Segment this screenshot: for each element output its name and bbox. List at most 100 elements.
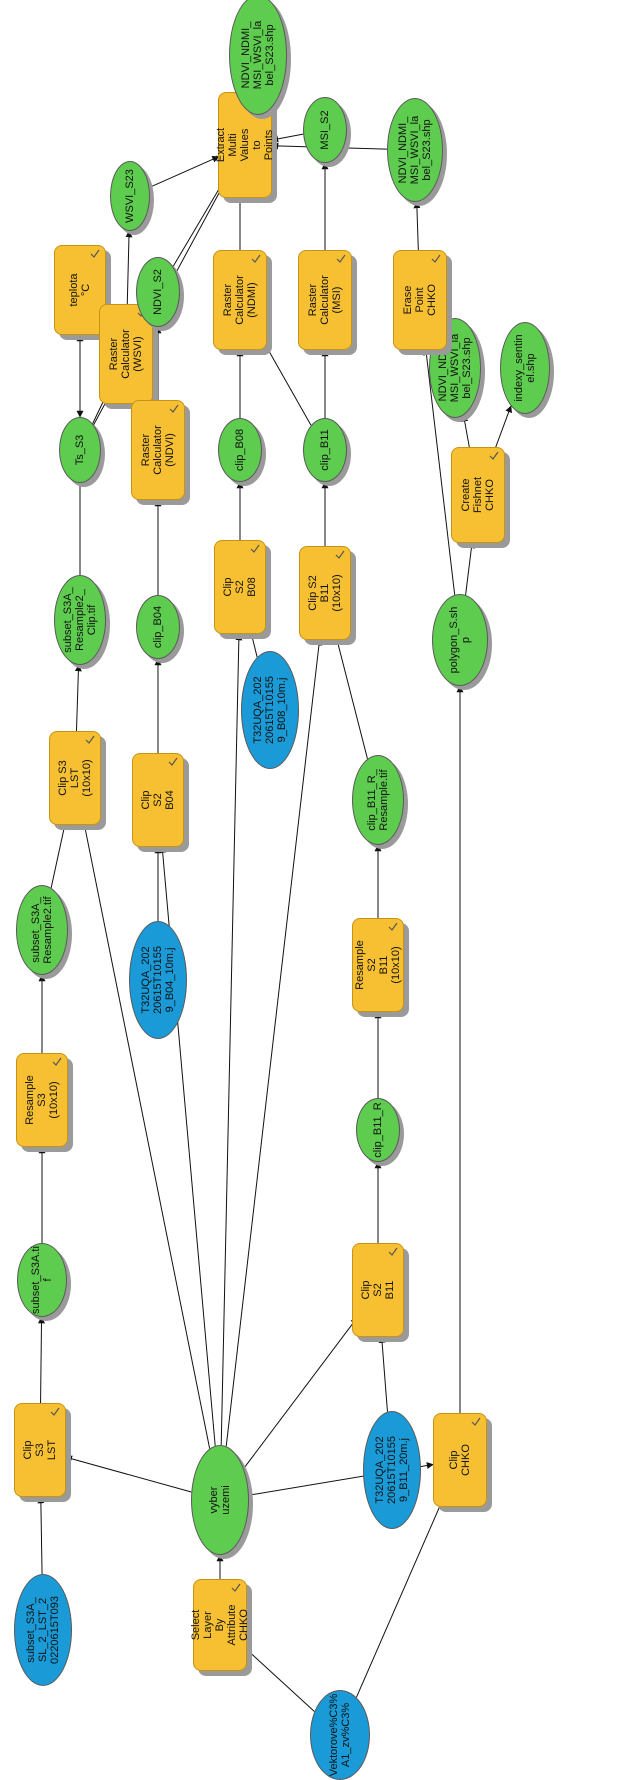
tool-check-icon	[90, 249, 100, 258]
output-data-node-indexy[interactable]: indexy_sentin el.shp	[500, 322, 550, 414]
connector-wsvi_s23-to-extract	[149, 156, 220, 188]
connector-rc_wsvi-to-wsvi_s23	[125, 230, 133, 305]
tool-node-resample_s2[interactable]: Resample S2 B11 (10x10)	[352, 918, 404, 1012]
tool-check-icon	[50, 1407, 60, 1416]
input-data-node-subset_lst[interactable]: subset_S3A_ SL_2_LST_2 0220615T093	[14, 1574, 72, 1686]
tool-node-clip_s2b11[interactable]: Clip S2 B11	[352, 1243, 404, 1337]
output-data-node-subset_res2clip[interactable]: subset_S3A_ Resample2_ Clip.tif	[54, 575, 106, 665]
tool-check-icon	[251, 254, 261, 263]
tool-check-icon	[471, 1417, 481, 1426]
output-data-node-final[interactable]: NDVI_NDMI_ MSI_WSVI_la bel_S23.shp	[229, 0, 287, 115]
node-label: NDVI_S2	[152, 269, 164, 315]
node-label: T32UQA_202 20615T10155 9_B08_10m.j	[252, 676, 288, 744]
connector-subset_res2-to-clip_s3lst10	[50, 821, 68, 888]
node-label: WSVI_S23	[124, 169, 136, 223]
node-label: Raster Calculator (MSI)	[307, 275, 343, 325]
tool-check-icon	[168, 757, 178, 766]
node-label: Raster Calculator (NDVI)	[140, 425, 176, 475]
tool-node-clip_s2b11_10[interactable]: Clip S2 B11 (10x10)	[299, 546, 351, 640]
node-label: Vektorove%C3% A1_zv%C3%	[328, 1693, 352, 1777]
node-label: clip_B11	[319, 429, 331, 471]
node-label: indexy_sentin el.shp	[513, 334, 537, 402]
node-label: NDVI_NDMI_ MSI_WSVI_la bel_S23.shp	[397, 115, 433, 185]
node-label: Clip CHKO	[448, 1444, 472, 1476]
output-data-node-clip_b11[interactable]: clip_B11	[303, 418, 347, 482]
tool-node-rc_ndvi[interactable]: Raster Calculator (NDVI)	[131, 400, 185, 500]
tool-node-select[interactable]: Select Layer By Attribute CHKO	[190, 1579, 250, 1671]
output-data-node-polygon[interactable]: polygon_S.sh p	[432, 594, 488, 686]
tool-node-clip_s2b04[interactable]: Clip S2 B04	[132, 753, 184, 847]
output-data-node-ndvi_s2[interactable]: NDVI_S2	[136, 257, 180, 327]
node-label: clip_B08	[234, 428, 246, 472]
node-label: T32UQA_202 20615T10155 9_B04_10m.j	[140, 946, 176, 1014]
node-label: subset_S3A_ Resample2.tif	[30, 896, 54, 964]
tool-node-clip_s3lst10[interactable]: Clip S3 LST (10x10)	[49, 731, 101, 825]
connector-clip_s3lst10-to-subset_res2clip	[74, 664, 82, 732]
node-label: Clip S3 LST	[22, 1439, 58, 1461]
tool-check-icon	[169, 404, 179, 413]
tool-check-icon	[231, 1583, 241, 1592]
node-label: Clip S3 LST (10x10)	[57, 759, 93, 797]
node-label: Clip S2 B11 (10x10)	[307, 574, 343, 612]
tool-node-teplota[interactable]: teplota °C	[54, 245, 106, 335]
node-label: Clip S2 B11	[360, 1280, 396, 1300]
node-label: Create Fishnet CHKO	[460, 476, 496, 514]
tool-node-clip_s3lst[interactable]: Clip S3 LST	[14, 1403, 66, 1497]
output-data-node-wsvi_s23[interactable]: WSVI_S23	[110, 161, 150, 231]
node-label: vyber uzemi	[208, 1485, 232, 1515]
input-data-node-t32_b04[interactable]: T32UQA_202 20615T10155 9_B04_10m.j	[129, 921, 187, 1039]
node-label: NDVI_NDMI_ MSI_WSVI_la bel_S23.shp	[240, 20, 276, 90]
output-data-node-vyber[interactable]: vyber uzemi	[191, 1445, 249, 1555]
tool-node-rc_wsvi[interactable]: Raster Calculator (WSVI)	[99, 304, 153, 404]
tool-node-clip_chko[interactable]: Clip CHKO	[433, 1413, 487, 1507]
output-data-node-subset_res2[interactable]: subset_S3A_ Resample2.tif	[16, 885, 68, 975]
output-data-node-clip_b08[interactable]: clip_B08	[218, 418, 262, 482]
node-label: polygon_S.sh p	[448, 606, 472, 674]
output-data-node-clip_b11rres[interactable]: clip_B11_R_ Resample.tif	[352, 755, 404, 845]
connector-vyber-to-clip_s2b11	[243, 1317, 358, 1469]
node-label: subset_S3A_ Resample2_ Clip.tif	[62, 587, 98, 653]
tool-node-clip_s2b08[interactable]: Clip S2 B08	[214, 540, 266, 634]
node-label: subset_S3A_ SL_2_LST_2 0220615T093	[25, 1596, 61, 1664]
node-label: clip_B04	[152, 605, 164, 649]
connector-msi_s2-to-extract	[271, 133, 304, 143]
tool-check-icon	[489, 451, 499, 460]
tool-node-rc_ndmi[interactable]: Raster Calculator (NDMI)	[213, 250, 267, 350]
node-label: T32UQA_202 20615T10155 9_B11_20m.j	[374, 1436, 410, 1504]
connector-clip_b11rres-to-clip_s2b11_10	[334, 634, 368, 759]
tool-check-icon	[52, 1057, 62, 1066]
connector-polygon-to-fishnet	[465, 541, 475, 595]
output-data-node-clip_b04[interactable]: clip_B04	[136, 595, 180, 659]
tool-node-fishnet[interactable]: Create Fishnet CHKO	[451, 447, 505, 543]
output-data-node-clip_b11r[interactable]: clip_B11_R	[356, 1098, 400, 1162]
connector-subset_lst-to-clip_s3lst	[37, 1496, 45, 1575]
tool-node-erase[interactable]: Erase Point CHKO	[393, 250, 447, 350]
connector-vyber-to-clip_s2b08	[220, 633, 243, 1446]
connector-vektor-to-select	[243, 1646, 315, 1712]
output-data-node-ts_s3[interactable]: Ts_S3	[59, 417, 101, 483]
node-label: Select Layer By Attribute CHKO	[190, 1604, 250, 1646]
input-data-node-t32_b11[interactable]: T32UQA_202 20615T10155 9_B11_20m.j	[363, 1411, 421, 1529]
connector-t32_b11-to-clip_s2b11	[378, 1335, 388, 1412]
connector-vyber-to-clip_s3lst	[65, 1455, 192, 1493]
node-label: Raster Calculator (NDMI)	[222, 275, 258, 325]
node-label: Erase Point CHKO	[402, 284, 438, 316]
tool-node-resample_s3[interactable]: Resample S3 (10x10)	[16, 1053, 68, 1147]
output-data-node-label_shp_b[interactable]: NDVI_NDMI_ MSI_WSVI_la bel_S23.shp	[387, 98, 443, 202]
node-label: Resample S3 (10x10)	[24, 1075, 60, 1125]
input-data-node-vektor[interactable]: Vektorove%C3% A1_zv%C3%	[310, 1690, 370, 1780]
node-label: MSI_S2	[319, 110, 331, 150]
output-data-node-subset_tif[interactable]: subset_S3A.ti f	[17, 1243, 67, 1317]
node-label: Extract Multi Values to Points	[215, 127, 275, 163]
node-label: clip_B11_R_ Resample.tif	[366, 769, 390, 831]
tool-check-icon	[336, 254, 346, 263]
node-label: subset_S3A.ti f	[30, 1246, 54, 1314]
tool-node-rc_msi[interactable]: Raster Calculator (MSI)	[298, 250, 352, 350]
node-label: Raster Calculator (WSVI)	[108, 329, 144, 379]
connector-erase-to-label_shp_b	[413, 201, 421, 251]
node-label: teplota °C	[68, 273, 92, 307]
input-data-node-t32_b08[interactable]: T32UQA_202 20615T10155 9_B08_10m.j	[241, 651, 299, 769]
tool-check-icon	[388, 1247, 398, 1256]
output-data-node-msi_s2[interactable]: MSI_S2	[303, 97, 347, 163]
